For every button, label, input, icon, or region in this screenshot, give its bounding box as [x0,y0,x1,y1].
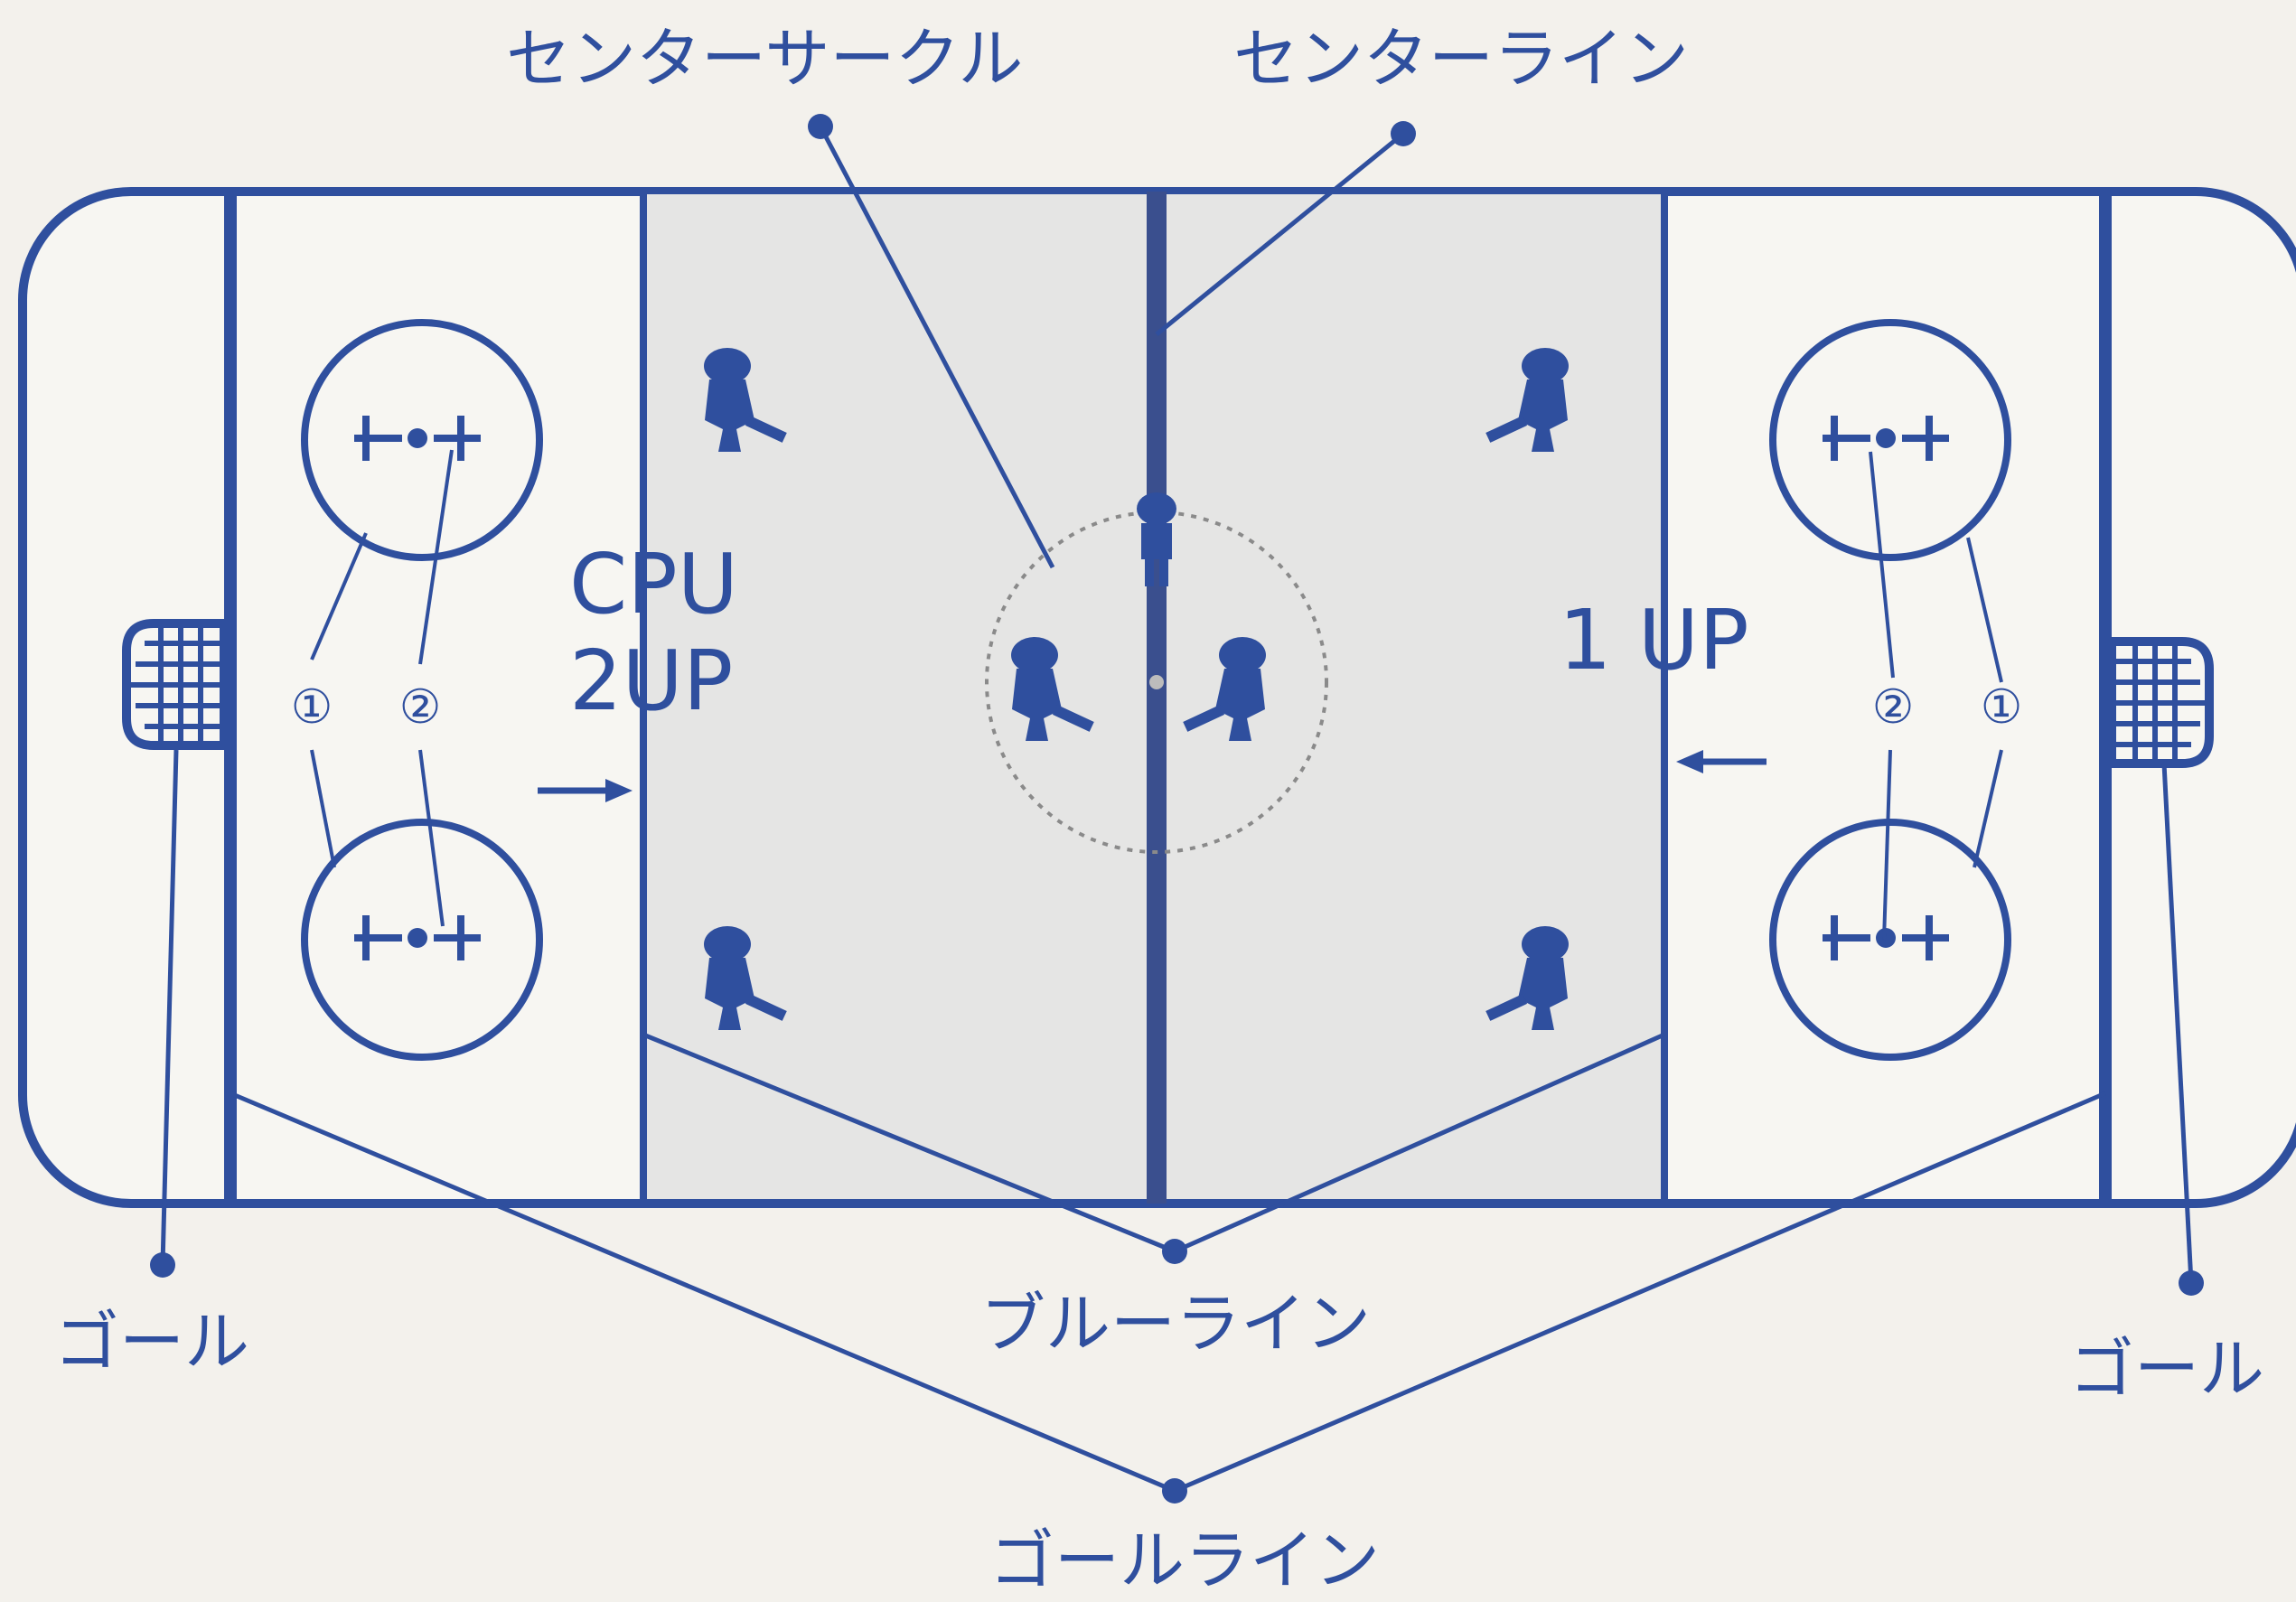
center-dot [1149,675,1164,689]
callout-dot-goal-right [2179,1270,2204,1296]
faceoff-circle-left-top [301,319,543,561]
callout-dot-blue-line [1162,1239,1187,1264]
player-icon [1183,637,1266,741]
player-icon [1485,926,1569,1030]
callout-dot-goal-line [1162,1478,1187,1504]
player-icon [1485,348,1569,452]
team-label-1up: 1 UP [1559,592,1749,689]
referee-icon [1137,492,1176,586]
label-center-line: センターライン [1233,21,1689,97]
player-icon [704,926,787,1030]
team-label-cpu: CPU [569,536,738,632]
goal-net-left [122,619,229,750]
label-center-circle: センターサークル [506,21,1023,97]
faceoff-number-left-1: ① [291,680,333,735]
callout-dot-center-line [1391,121,1416,146]
player-icon [1011,637,1094,741]
callout-lines [160,125,2194,1494]
label-blue-line: ブルーライン [980,1286,1371,1362]
arrow-right-zone [1676,750,1767,773]
player-icon [704,348,787,452]
callout-dot-center-circle [808,114,833,139]
faceoff-circle-left-bottom [301,819,543,1061]
callout-dot-goal-left [150,1252,175,1278]
faceoff-circle-right-bottom [1769,819,2011,1061]
faceoff-number-left-2: ② [399,680,442,735]
faceoff-number-right-1: ① [1981,680,2023,735]
faceoff-circle-right-top [1769,319,2011,561]
label-goal-right: ゴール [2069,1331,2264,1407]
team-label-2up: 2UP [569,632,733,729]
faceoff-pair-lines [310,449,2003,941]
label-goal-line: ゴールライン [989,1522,1380,1598]
arrow-left-zone [538,779,633,802]
label-goal-left: ゴール [54,1304,249,1380]
faceoff-number-right-2: ② [1872,680,1915,735]
goal-net-right [2107,637,2214,768]
